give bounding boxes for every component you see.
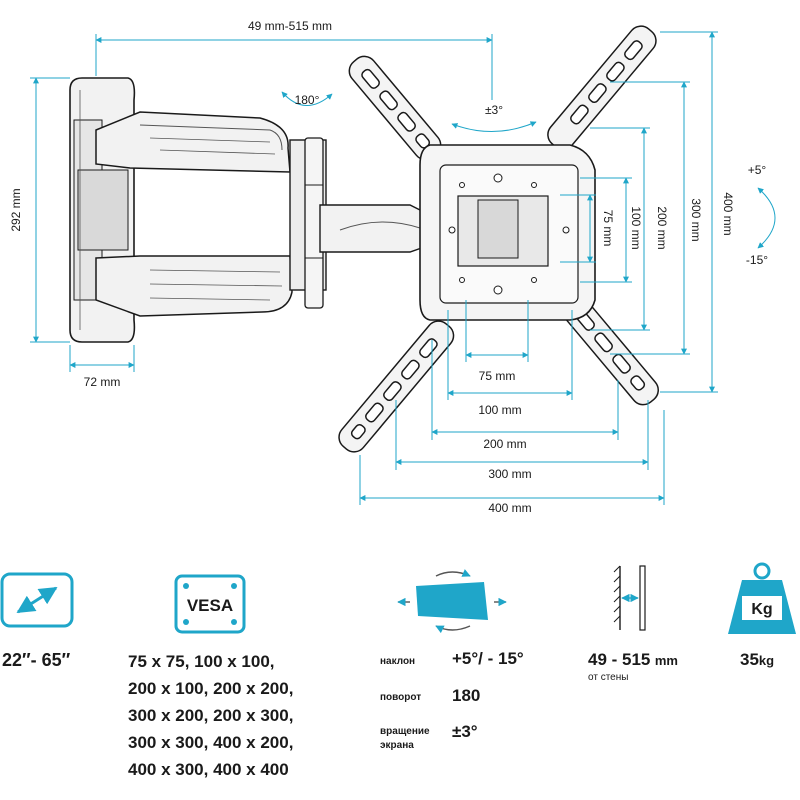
tilt-value: +5°/ - 15° bbox=[452, 649, 524, 668]
h400-label: 400 mm bbox=[488, 501, 531, 515]
max-load-unit: kg bbox=[758, 653, 775, 668]
h100-label: 100 mm bbox=[478, 403, 521, 417]
v400-label: 400 mm bbox=[721, 192, 735, 235]
rotation-label-1: вращение bbox=[380, 726, 430, 737]
wall-distance-number: 49 - 515 bbox=[588, 650, 651, 669]
vesa-line: 300 x 200, 200 x 300, bbox=[128, 706, 294, 725]
tilt-down-label: -15° bbox=[746, 253, 768, 267]
v100-label: 100 mm bbox=[629, 206, 643, 249]
h75-label: 75 mm bbox=[479, 369, 516, 383]
vesa-list: 75 x 75, 100 x 100, 200 x 100, 200 x 200… bbox=[128, 648, 293, 783]
weight-badge: Kg bbox=[751, 601, 772, 618]
lower-arm bbox=[95, 255, 293, 317]
h200-label: 200 mm bbox=[483, 437, 526, 451]
wall-distance-icon bbox=[613, 565, 646, 631]
v300-label: 300 mm bbox=[689, 198, 703, 241]
wall-height-label: 292 mm bbox=[9, 188, 23, 231]
vesa-line: 200 x 100, 200 x 200, bbox=[128, 679, 294, 698]
h300-label: 300 mm bbox=[488, 467, 531, 481]
max-load-number: 35 bbox=[740, 650, 759, 669]
vesa-line: 300 x 300, 400 x 200, bbox=[128, 733, 294, 752]
vesa-line: 400 x 300, 400 x 400 bbox=[128, 760, 289, 779]
tilt-up-label: +5° bbox=[748, 163, 767, 177]
tilt-swivel-icon bbox=[397, 569, 507, 634]
screen-size-value: 22″- 65″ bbox=[2, 650, 71, 670]
tilt-label: наклон bbox=[380, 656, 416, 667]
v75-label: 75 mm bbox=[601, 210, 615, 247]
vesa-badge: VESA bbox=[187, 596, 233, 615]
weight-icon: Kg bbox=[728, 562, 796, 634]
rotation-value: ±3° bbox=[452, 722, 478, 741]
swivel-label: 180° bbox=[295, 93, 320, 107]
arm-extension-label: 49 mm-515 mm bbox=[248, 19, 332, 33]
screen-size-icon bbox=[0, 572, 74, 628]
wall-distance-unit: mm bbox=[654, 653, 678, 668]
upper-arm bbox=[95, 111, 291, 173]
vesa-icon: VESA bbox=[174, 574, 246, 634]
wall-distance-caption: от стены bbox=[588, 672, 629, 683]
rotation-label-2: экрана bbox=[380, 740, 414, 751]
vesa-line: 75 x 75, 100 x 100, bbox=[128, 652, 275, 671]
swivel-value: 180 bbox=[452, 686, 481, 705]
wall-distance-value: 49 - 515 mm bbox=[588, 650, 678, 670]
dimension-lines bbox=[30, 31, 776, 505]
max-load-value: 35kg bbox=[740, 650, 774, 670]
front-arm bbox=[319, 204, 431, 253]
wall-depth-label: 72 mm bbox=[84, 375, 121, 389]
swivel-label-text: поворот bbox=[380, 692, 422, 703]
rotation-label: ±3° bbox=[485, 103, 503, 117]
v200-label: 200 mm bbox=[655, 206, 669, 249]
x-brackets bbox=[338, 25, 659, 453]
center-plate bbox=[419, 144, 596, 321]
